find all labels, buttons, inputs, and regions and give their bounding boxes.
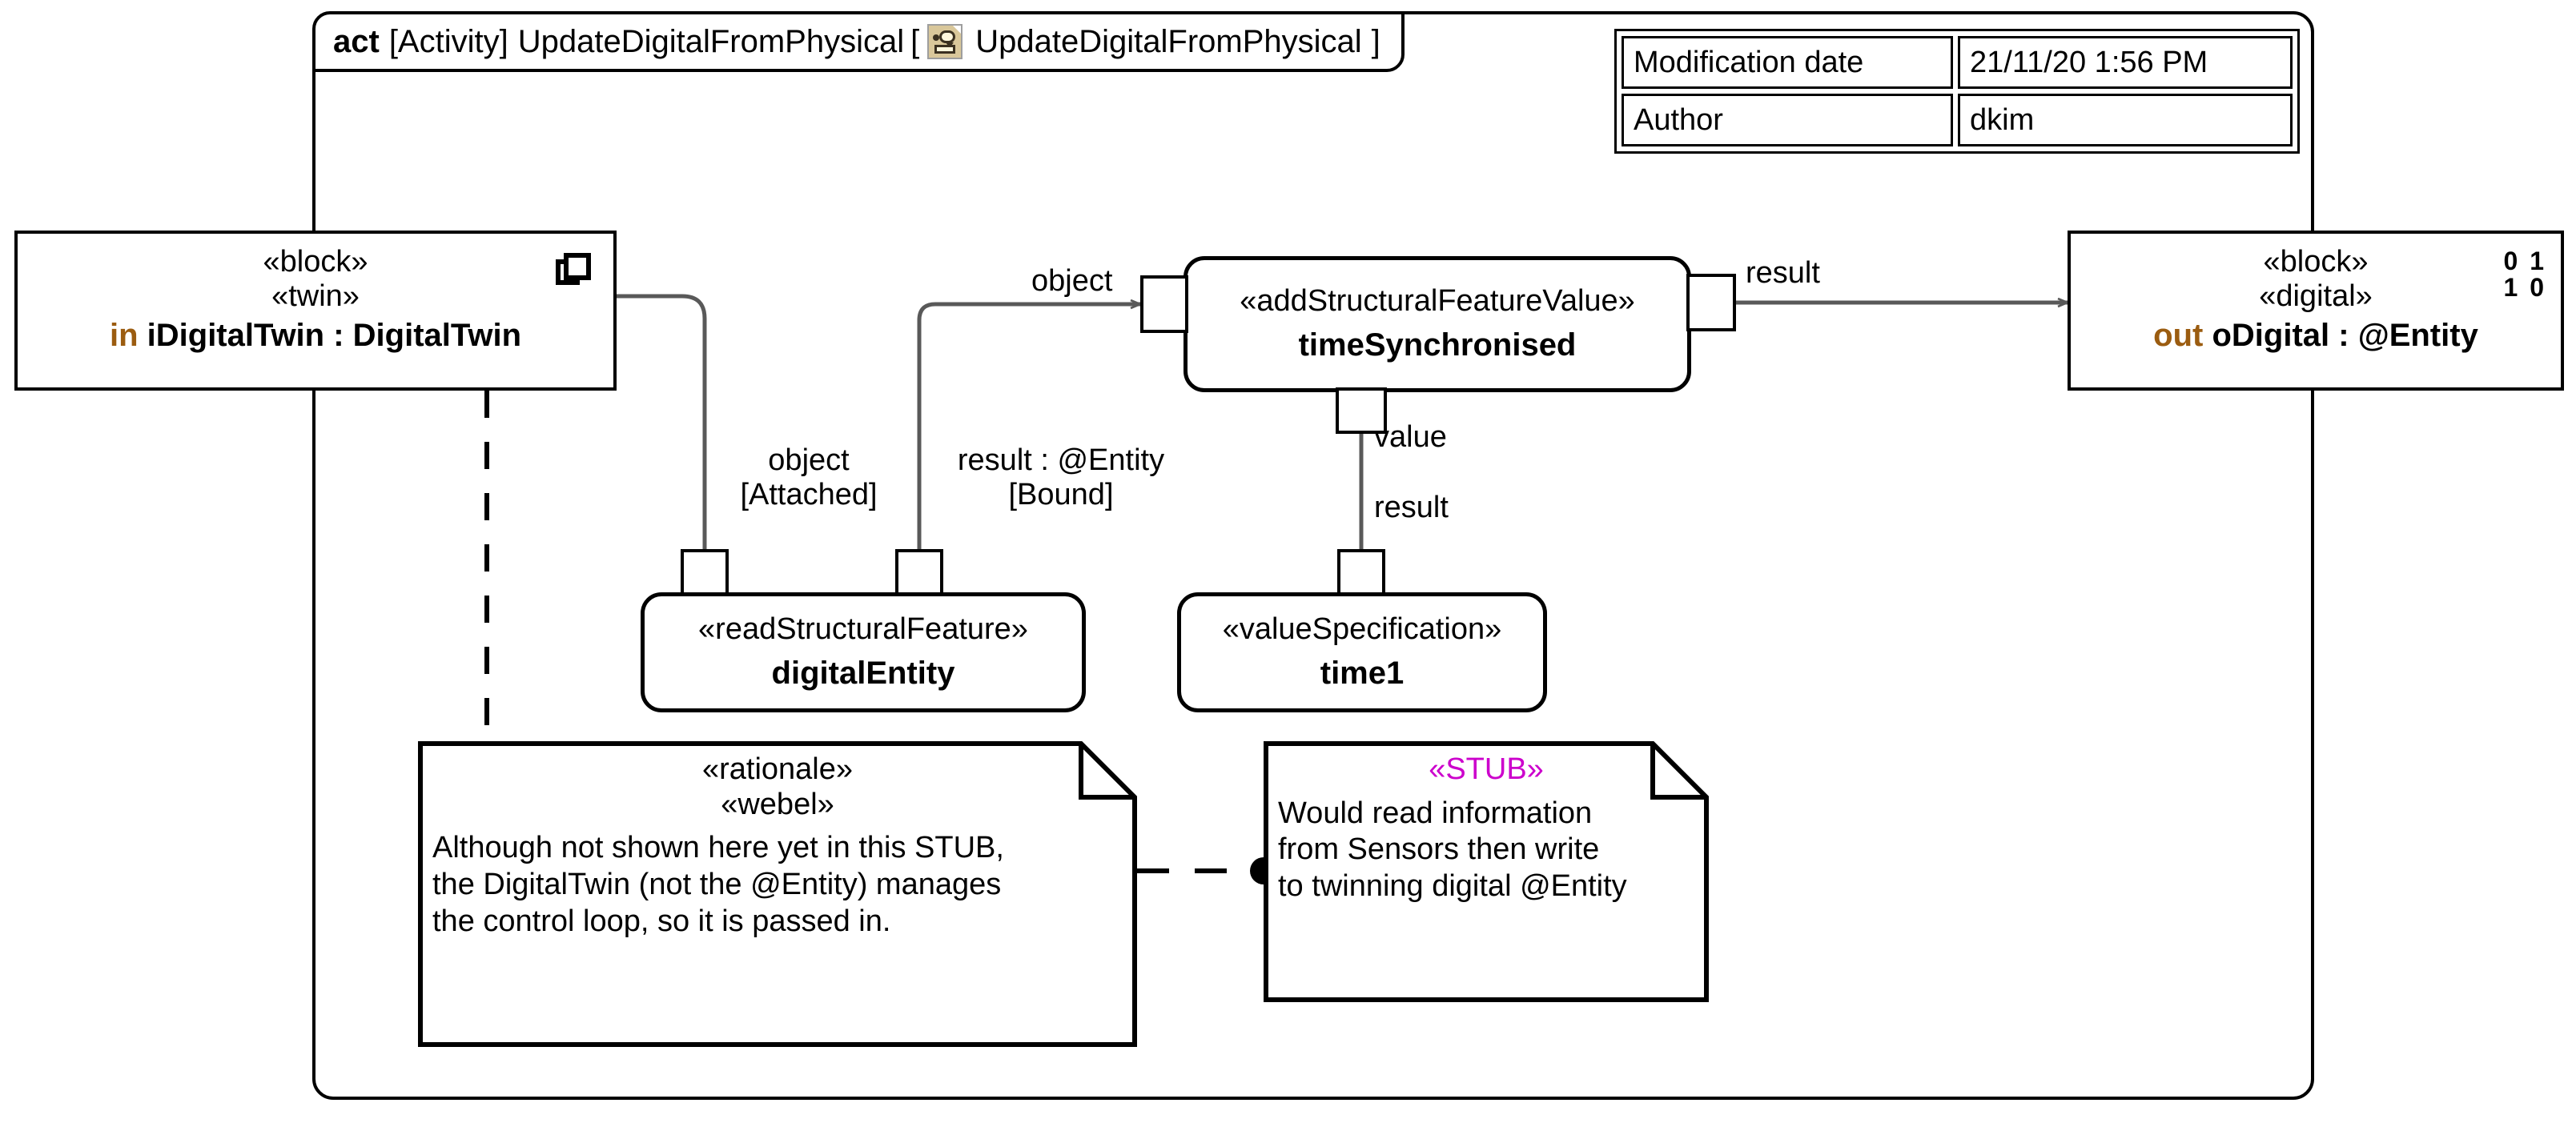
output-parameter-label: out oDigital : @Entity bbox=[2071, 318, 2561, 354]
pin-result-out-timesynchronised[interactable] bbox=[1686, 274, 1736, 331]
note-rationale-body: «rationale» «webel» Although not shown h… bbox=[418, 741, 1137, 1047]
input-parameter-name: iDigitalTwin : DigitalTwin bbox=[147, 317, 522, 353]
table-row: Modification date 21/11/20 1:56 PM bbox=[1622, 36, 2293, 89]
output-stereotype-block: «block» bbox=[2263, 245, 2369, 279]
table-row: Author dkim bbox=[1622, 94, 2293, 146]
input-direction-keyword: in bbox=[109, 317, 139, 353]
metadata-table: Modification date 21/11/20 1:56 PM Autho… bbox=[1614, 29, 2300, 154]
action-digital-entity-stereotype: «readStructuralFeature» bbox=[698, 612, 1028, 646]
frame-name: UpdateDigitalFromPhysical bbox=[517, 23, 905, 59]
action-digital-entity[interactable]: «readStructuralFeature» digitalEntity bbox=[641, 592, 1086, 712]
binary-digital-icon: 0 1 1 0 bbox=[2503, 247, 2546, 303]
output-stereotype-digital: «digital» bbox=[2259, 279, 2373, 314]
meta-key-author: Author bbox=[1622, 94, 1954, 146]
note-stub-stereotype: «STUB» bbox=[1429, 752, 1544, 786]
binary-digital-icon-line2: 1 0 bbox=[2503, 273, 2546, 303]
pin-object-in-timesynchronised[interactable] bbox=[1140, 275, 1188, 333]
note-rationale-line3: the control loop, so it is passed in. bbox=[432, 904, 891, 938]
note-rationale-line2: the DigitalTwin (not the @Entity) manage… bbox=[432, 867, 1002, 901]
activity-frame-header: act [Activity] UpdateDigitalFromPhysical… bbox=[312, 11, 1405, 72]
note-stub[interactable]: «STUB» Would read information from Senso… bbox=[1264, 741, 1709, 1002]
note-rationale-line1: Although not shown here yet in this STUB… bbox=[432, 831, 1004, 865]
input-stereotype-twin: «twin» bbox=[271, 279, 360, 314]
note-stub-body: «STUB» Would read information from Senso… bbox=[1264, 741, 1709, 1002]
edge-label-result-from-value: result bbox=[1374, 491, 1449, 524]
action-time-synchronised[interactable]: «addStructuralFeatureValue» timeSynchron… bbox=[1184, 256, 1691, 392]
edge-label-result-bound-line2: [Bound] bbox=[1008, 477, 1114, 511]
binary-digital-icon-line1: 0 1 bbox=[2503, 247, 2546, 275]
note-rationale-stereotype-2: «webel» bbox=[721, 787, 834, 821]
edge-label-object-attached: object [Attached] bbox=[705, 443, 913, 512]
pin-result-out-time1[interactable] bbox=[1337, 549, 1385, 596]
note-rationale[interactable]: «rationale» «webel» Although not shown h… bbox=[418, 741, 1137, 1047]
note-stub-line3: to twinning digital @Entity bbox=[1278, 868, 1627, 903]
frame-keyword: act bbox=[333, 23, 380, 59]
note-stub-line1: Would read information bbox=[1278, 796, 1593, 830]
meta-value-author: dkim bbox=[1958, 94, 2293, 146]
pin-object-in-digitalentity[interactable] bbox=[681, 549, 729, 596]
frame-bracket-close: ] bbox=[1371, 23, 1380, 59]
copy-icon bbox=[556, 253, 593, 290]
frame-bracket-open: [ bbox=[910, 23, 920, 59]
edge-label-object-top: object bbox=[1031, 264, 1113, 298]
edge-label-result-bound: result : @Entity [Bound] bbox=[929, 443, 1193, 512]
edge-label-result-out: result bbox=[1746, 256, 1820, 290]
frame-metaclass: [Activity] bbox=[388, 23, 508, 59]
pin-result-out-digitalentity[interactable] bbox=[895, 549, 943, 596]
action-time1-name: time1 bbox=[1320, 656, 1405, 692]
action-time-synchronised-name: timeSynchronised bbox=[1298, 327, 1577, 363]
action-time1-stereotype: «valueSpecification» bbox=[1222, 612, 1502, 646]
output-direction-keyword: out bbox=[2153, 317, 2204, 353]
edge-label-result-bound-line1: result : @Entity bbox=[957, 443, 1165, 477]
meta-key-modification-date: Modification date bbox=[1622, 36, 1954, 89]
activity-parameter-node-output[interactable]: «block» «digital» out oDigital : @Entity… bbox=[2068, 231, 2564, 391]
activity-parameter-node-input[interactable]: «block» «twin» in iDigitalTwin : Digital… bbox=[14, 231, 617, 391]
edge-label-value: value bbox=[1374, 420, 1447, 454]
action-digital-entity-name: digitalEntity bbox=[771, 656, 955, 692]
activity-diagram-icon bbox=[927, 24, 963, 59]
edge-label-object-attached-line2: [Attached] bbox=[740, 477, 878, 511]
edge-label-object-attached-line1: object bbox=[768, 443, 850, 477]
action-time-synchronised-stereotype: «addStructuralFeatureValue» bbox=[1240, 283, 1635, 318]
frame-diagram-name: UpdateDigitalFromPhysical bbox=[975, 23, 1362, 59]
note-stub-line2: from Sensors then write bbox=[1278, 832, 1600, 867]
pin-value-in-timesynchronised[interactable] bbox=[1336, 387, 1387, 434]
meta-value-modification-date: 21/11/20 1:56 PM bbox=[1958, 36, 2293, 89]
output-parameter-name: oDigital : @Entity bbox=[2212, 317, 2478, 353]
input-parameter-label: in iDigitalTwin : DigitalTwin bbox=[18, 318, 613, 354]
note-stub-shape bbox=[1264, 741, 1709, 1002]
input-stereotype-block: «block» bbox=[263, 245, 368, 279]
action-time1[interactable]: «valueSpecification» time1 bbox=[1177, 592, 1547, 712]
note-rationale-stereotype-1: «rationale» bbox=[701, 752, 854, 786]
note-rationale-shape bbox=[418, 741, 1137, 1047]
